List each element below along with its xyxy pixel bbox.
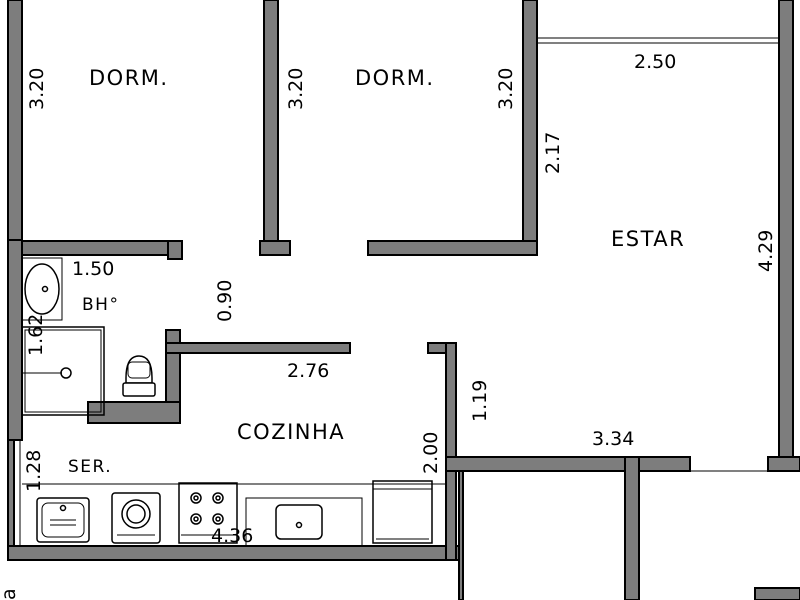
wall-dorm-right-bottom bbox=[367, 240, 538, 256]
dim-bath-height: 1.62 bbox=[25, 314, 47, 356]
dimension-labels: 3.20 3.20 3.20 2.50 2.17 4.29 1.50 1.62 … bbox=[0, 51, 777, 600]
dim-dorm-left-height: 3.20 bbox=[26, 68, 48, 110]
wall-estar-bottom bbox=[445, 456, 691, 472]
outer-wall-left-lower bbox=[7, 439, 15, 561]
dim-kitchen-side: 1.19 bbox=[469, 380, 491, 422]
dim-estar-upper-height: 2.17 bbox=[542, 132, 564, 174]
room-label-estar: ESTAR bbox=[611, 227, 685, 251]
wall-kitchen-top bbox=[165, 342, 351, 354]
dim-counter-width: 4.36 bbox=[211, 525, 253, 547]
dim-estar-bottom-width: 3.34 bbox=[592, 428, 634, 450]
kitchen-sink bbox=[245, 497, 363, 547]
wall-lower-1 bbox=[624, 456, 640, 600]
dim-edge-fragment: a bbox=[0, 588, 20, 600]
room-label-dorm-left: DORM. bbox=[89, 66, 169, 90]
dim-dorm-mid-right-height: 3.20 bbox=[495, 68, 517, 110]
room-label-bathroom: BH° bbox=[82, 295, 119, 315]
room-label-service: SER. bbox=[68, 457, 112, 477]
outer-wall-right bbox=[778, 0, 794, 472]
wall-dorm-left-bottom-end bbox=[167, 240, 183, 260]
toilet bbox=[122, 355, 156, 397]
washing-machine bbox=[111, 492, 161, 544]
wall-kitchen-right bbox=[445, 342, 457, 561]
room-labels: DORM. DORM. ESTAR BH° COZINHA SER. bbox=[68, 66, 685, 477]
dim-hall-width: 0.90 bbox=[214, 280, 236, 322]
bathroom-sink bbox=[21, 257, 63, 321]
dim-bath-width: 1.50 bbox=[72, 258, 114, 280]
dim-dorm-mid-left-height: 3.20 bbox=[285, 68, 307, 110]
dim-service-height: 1.28 bbox=[23, 450, 45, 492]
windows bbox=[13, 37, 779, 546]
fixtures bbox=[21, 257, 433, 547]
wall-lower-2 bbox=[458, 470, 464, 600]
refrigerator bbox=[372, 480, 433, 544]
shower bbox=[21, 326, 105, 416]
dim-kitchen-wall: 2.76 bbox=[287, 360, 329, 382]
wall-bath-left bbox=[7, 239, 23, 441]
wall-dorm-divider-1-end bbox=[259, 240, 291, 256]
wall-bath-bottom bbox=[87, 401, 181, 424]
stove bbox=[178, 482, 238, 544]
walls bbox=[7, 0, 800, 600]
room-label-dorm-right: DORM. bbox=[355, 66, 435, 90]
wall-lower-right-stub bbox=[754, 587, 800, 600]
room-label-kitchen: COZINHA bbox=[237, 420, 345, 444]
dim-estar-top-width: 2.50 bbox=[634, 51, 676, 73]
dim-estar-height: 4.29 bbox=[755, 230, 777, 272]
dim-kitchen-height: 2.00 bbox=[420, 432, 442, 474]
wall-right-stub bbox=[767, 456, 800, 472]
laundry-tank bbox=[36, 497, 90, 543]
outer-wall-bottom bbox=[7, 545, 462, 561]
wall-dorm-left-bottom bbox=[21, 240, 183, 256]
wall-dorm-divider-2 bbox=[522, 0, 538, 256]
wall-dorm-divider-1 bbox=[263, 0, 279, 246]
